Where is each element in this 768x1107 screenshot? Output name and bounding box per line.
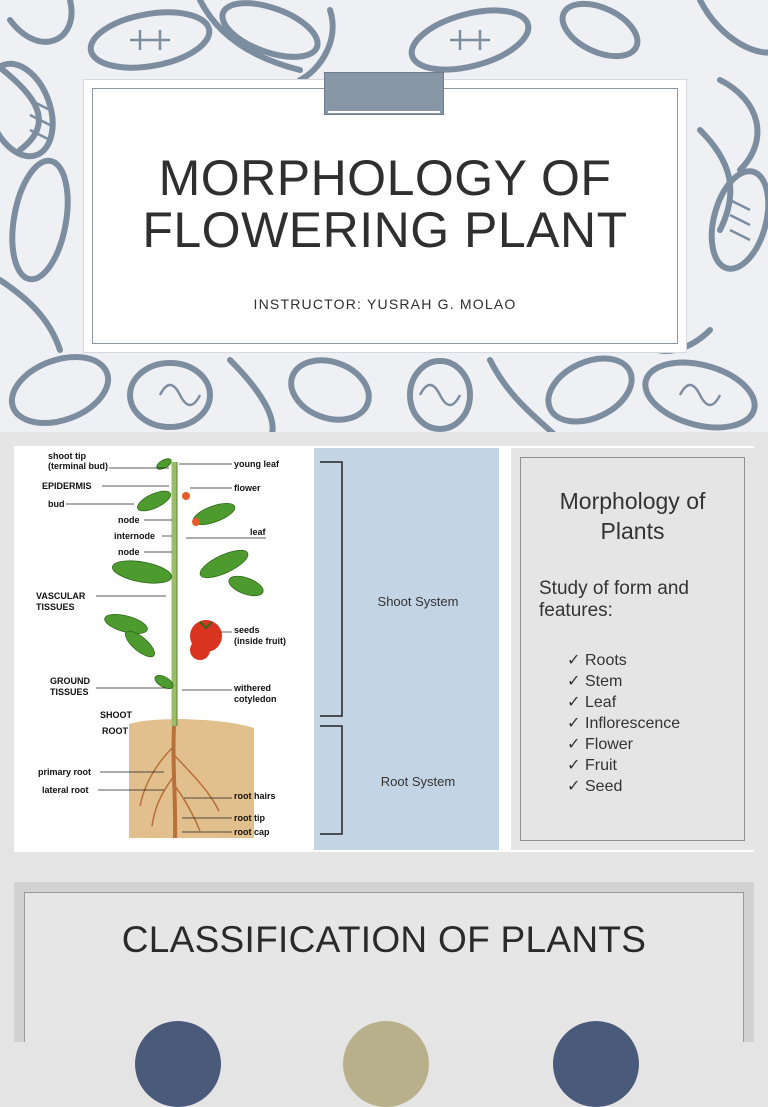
title-card: MORPHOLOGY OF FLOWERING PLANT INSTRUCTOR… [84,72,686,352]
list-item: ✓Inflorescence [567,715,681,732]
classification-slide-border: CLASSIFICATION OF PLANTS [24,892,744,1107]
check-icon: ✓ [567,715,581,732]
title-line-2: FLOWERING PLANT [142,202,628,258]
panel-title: Morphology of Plants [511,486,754,546]
label-root-hairs: root hairs [234,791,276,801]
list-item: ✓Stem [567,673,623,690]
label-cotyledon: cotyledon [234,694,277,704]
morphology-slide: shoot tip (terminal bud) EPIDERMIS bud n… [14,446,754,852]
root [171,725,178,839]
label-ground: GROUND [50,676,90,686]
check-icon: ✓ [567,778,581,795]
list-item: ✓Seed [567,778,623,795]
system-brackets [320,461,343,835]
panel-subtitle-line-1: Study of form and [539,578,689,599]
label-young-leaf: young leaf [234,459,280,469]
label-tissues-1: TISSUES [36,602,75,612]
title-slide: MORPHOLOGY OF FLOWERING PLANT INSTRUCTOR… [0,0,768,432]
floral-pattern-background [0,0,768,432]
plant-parts-list: ✓Roots ✓Stem ✓Leaf ✓Inflorescence ✓Flowe… [567,650,680,797]
systems-panel: Shoot System Root System [314,448,499,850]
check-icon: ✓ [567,757,581,774]
label-seeds: seeds [234,625,260,635]
morphology-definition-panel: Morphology of Plants Study of form and f… [511,448,754,850]
category-circle-1 [135,1021,221,1107]
label-node-1: node [118,515,140,525]
label-primary-root: primary root [38,767,91,777]
root-system-bracket [320,725,343,835]
root-system-label: Root System [380,774,456,789]
title-line-1: MORPHOLOGY OF [158,150,612,206]
label-node-2: node [118,547,140,557]
label-terminal-bud: (terminal bud) [48,461,108,471]
title-tab-decoration [324,72,444,118]
label-inside-fruit: (inside fruit) [234,636,286,646]
panel-subtitle-line-2: features: [539,600,613,621]
label-shoot-tip: shoot tip [48,451,86,461]
panel-subtitle: Study of form and features: [539,578,744,622]
plant-diagram: shoot tip (terminal bud) EPIDERMIS bud n… [36,451,286,839]
label-root-tip: root tip [234,813,265,823]
label-bud: bud [48,499,65,509]
label-root-cap: root cap [234,827,270,837]
label-flower: flower [234,483,261,493]
instructor-name: INSTRUCTOR: YUSRAH G. MOLAO [253,296,517,312]
category-circle-2 [343,1021,429,1107]
panel-title-line-2: Plants [600,518,665,544]
label-epidermis: EPIDERMIS [42,481,92,491]
list-item: ✓Fruit [567,757,617,774]
classification-title: CLASSIFICATION OF PLANTS [121,919,647,960]
check-icon: ✓ [567,652,581,669]
check-icon: ✓ [567,694,581,711]
soil [129,719,254,838]
label-root: ROOT [102,726,129,736]
definition-panel-border [520,457,745,841]
label-vascular: VASCULAR [36,591,86,601]
label-lateral-root: lateral root [42,785,89,795]
category-circle-3 [553,1021,639,1107]
list-item: ✓Leaf [567,694,617,711]
check-icon: ✓ [567,673,581,690]
label-withered: withered [233,683,271,693]
check-icon: ✓ [567,736,581,753]
list-item: ✓Flower [567,736,634,753]
classification-slide: CLASSIFICATION OF PLANTS [14,882,754,1107]
label-tissues-2: TISSUES [50,687,89,697]
label-internode: internode [114,531,155,541]
shoot-system-label: Shoot System [377,594,459,609]
label-leaf: leaf [250,527,267,537]
label-shoot: SHOOT [100,710,133,720]
panel-title-line-1: Morphology of [559,488,706,514]
main-title: MORPHOLOGY OF FLOWERING PLANT [84,152,686,256]
list-item: ✓Roots [567,652,627,669]
shoot-system-bracket [320,461,343,717]
